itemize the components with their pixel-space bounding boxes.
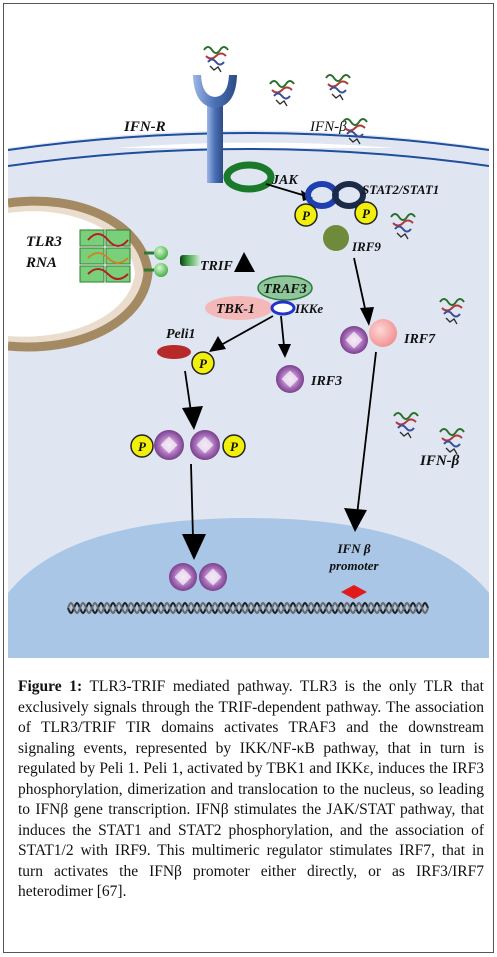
- jak-to-stat-arrow: [265, 183, 307, 197]
- irf3-dimer-right: [190, 430, 220, 460]
- tbk1-label: TBK-1: [216, 302, 255, 317]
- traf3-ellipse: [257, 275, 313, 301]
- irf3-label: IRF3: [310, 374, 342, 389]
- nuclear-irf3-left: [169, 563, 197, 591]
- irf7-to-promoter-arrowhead: [344, 508, 367, 532]
- stat-label: STAT2/STAT1: [362, 182, 439, 197]
- ifn-receptor: [193, 75, 237, 183]
- tlr3-label: TLR3: [26, 234, 62, 250]
- rna-label: RNA: [25, 255, 57, 271]
- jak-label: JAK: [271, 173, 299, 188]
- irf7-ball: [369, 319, 397, 347]
- traf3-label: TRAF3: [263, 282, 307, 297]
- irf9-to-irf7-arrow: [353, 257, 367, 314]
- plasma-membrane-inner: [8, 148, 489, 167]
- phospho-badge: P: [354, 201, 378, 225]
- figure-caption: Figure 1: TLR3-TRIF mediated pathway. TL…: [18, 677, 484, 903]
- ifn-beta-protein-icon: [393, 412, 419, 439]
- caption-lead: Figure 1:: [18, 678, 83, 695]
- ikke-to-irf3-arrow: [280, 315, 285, 347]
- svg-text:P: P: [230, 439, 239, 454]
- ifn-beta-label-top: IFN-β: [309, 119, 347, 135]
- plasma-membrane-outer: [8, 132, 489, 151]
- peli1-to-dimer-arrow: [184, 370, 192, 413]
- irf7-label: IRF7: [403, 332, 436, 347]
- phospho-badge: P: [191, 351, 215, 375]
- tbk1-to-peli1-arrowhead: [209, 336, 226, 352]
- tbk1-to-peli1-arrow: [220, 315, 274, 346]
- peli1-ellipse: [157, 345, 191, 359]
- ifn-beta-protein-icon: [439, 428, 465, 455]
- ifn-r-label: IFN-R: [123, 119, 166, 135]
- ifn-beta-protein-icon: [325, 74, 351, 101]
- irf7-to-promoter-arrow: [356, 351, 377, 516]
- pathway-diagram: IFN-R IFN-β: [8, 8, 489, 658]
- caption-text: TLR3-TRIF mediated pathway. TLR3 is the …: [18, 678, 484, 900]
- peli1-label: Peli1: [166, 327, 196, 342]
- dimer-to-nucleus-arrow: [190, 463, 194, 539]
- figure-frame: IFN-R IFN-β: [3, 3, 494, 953]
- phospho-badge: P: [130, 434, 154, 458]
- phospho-badge: P: [294, 203, 318, 227]
- promoter-box: [318, 536, 390, 578]
- svg-text:P: P: [199, 356, 208, 371]
- stat1-ring: [332, 181, 366, 209]
- promoter-label-line2: promoter: [328, 558, 379, 573]
- svg-text:P: P: [302, 208, 311, 223]
- irf9-to-irf7-arrowhead: [360, 307, 374, 326]
- svg-text:P: P: [362, 206, 371, 221]
- ikke-to-irf3-arrowhead: [278, 344, 291, 358]
- irf-monomer-ball: [340, 326, 368, 354]
- irf9-ball: [323, 225, 349, 251]
- ifn-beta-protein-icon: [390, 213, 416, 240]
- ifn-beta-label-right: IFN-β: [419, 453, 460, 469]
- phospho-badge: P: [222, 434, 246, 458]
- trif-label: TRIF: [200, 259, 233, 274]
- trif-block: [180, 255, 200, 266]
- ifn-beta-protein-icon: [439, 298, 465, 325]
- irf9-label: IRF9: [351, 239, 381, 254]
- ifn-beta-protein-icon: [269, 80, 295, 107]
- promoter-mark: [341, 585, 367, 599]
- promoter-label-line1: IFN β: [336, 541, 370, 556]
- irf3-dimer-left: [154, 430, 184, 460]
- dimer-to-nucleus-arrowhead: [182, 534, 206, 560]
- ifn-beta-protein-icon: [203, 46, 229, 73]
- tlr3-dimer: [79, 229, 168, 283]
- jak-ring: [223, 161, 275, 193]
- peli1-to-dimer-arrowhead: [182, 406, 203, 430]
- ifn-beta-protein-icon: [342, 118, 368, 145]
- svg-text:P: P: [138, 439, 147, 454]
- trif-to-traf3-arrowhead: [234, 252, 255, 272]
- ikke-label: IKKe: [294, 301, 323, 316]
- dna-helix: [67, 601, 429, 615]
- tbk1-ellipse: [205, 296, 273, 320]
- extracellular-space: [8, 8, 489, 148]
- irf3-ball: [276, 365, 304, 393]
- nuclear-irf3-right: [199, 563, 227, 591]
- ikke-ring: [270, 300, 296, 316]
